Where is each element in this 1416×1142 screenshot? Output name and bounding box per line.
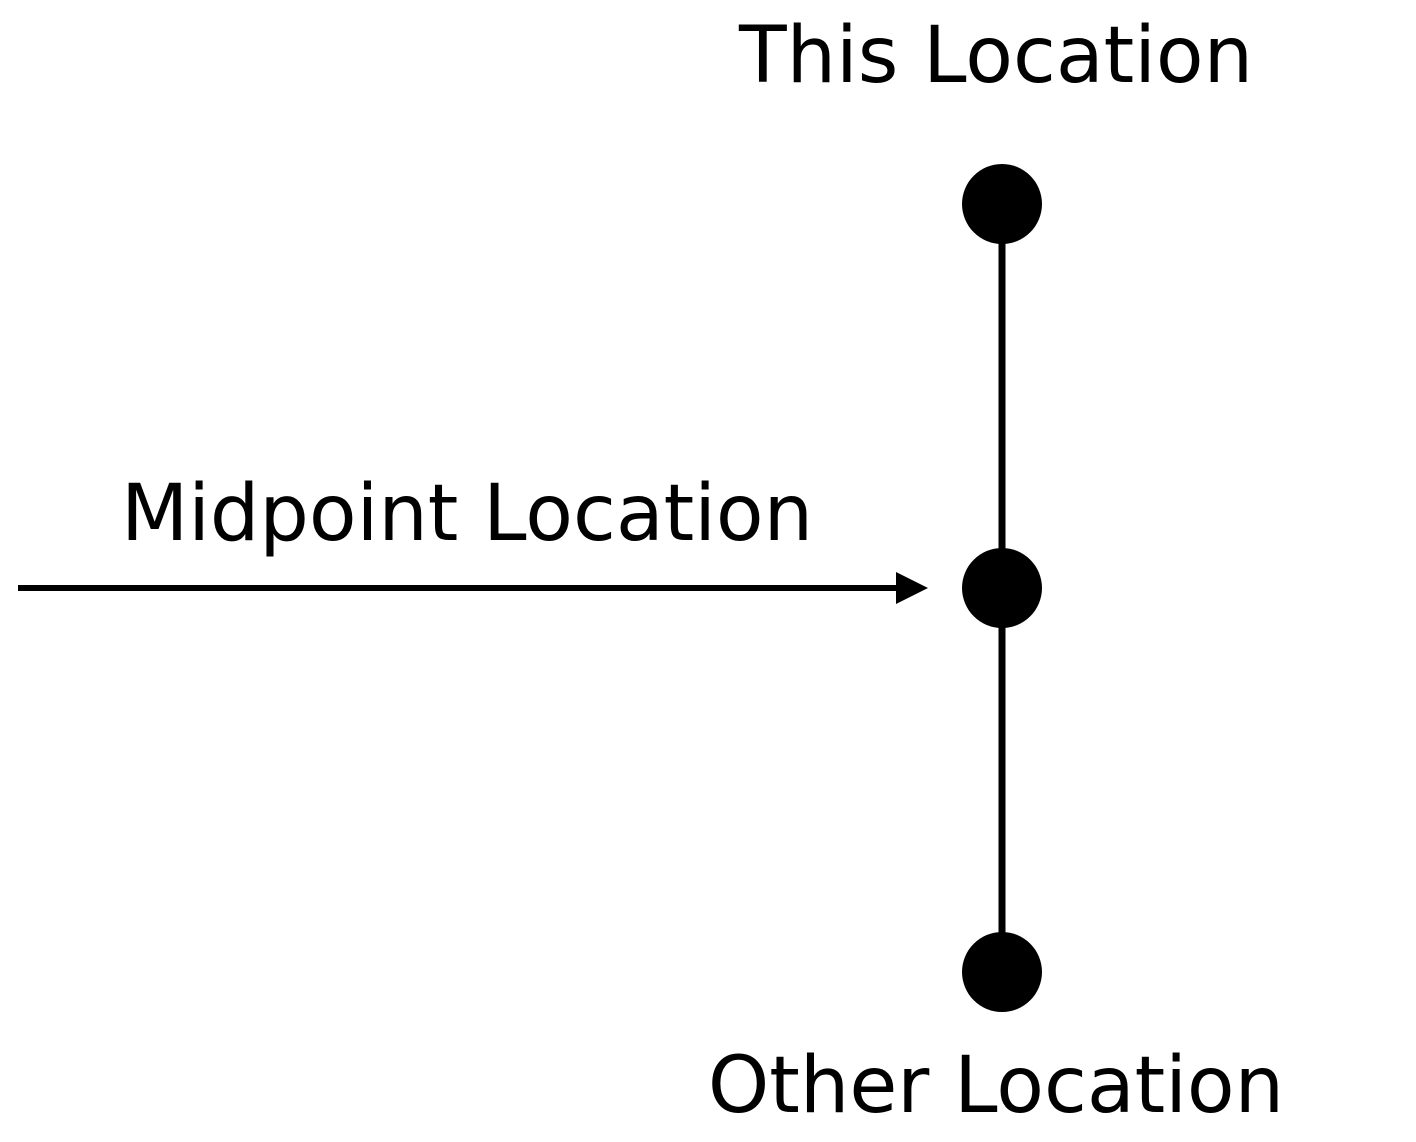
other-location-label: Other Location (708, 1041, 1284, 1131)
this-location-node (962, 164, 1042, 244)
midpoint-location-node (962, 548, 1042, 628)
this-location-label: This Location (738, 11, 1253, 101)
midpoint-location-label: Midpoint Location (121, 469, 813, 559)
other-location-node (962, 932, 1042, 1012)
midpoint-arrowhead (896, 572, 928, 604)
